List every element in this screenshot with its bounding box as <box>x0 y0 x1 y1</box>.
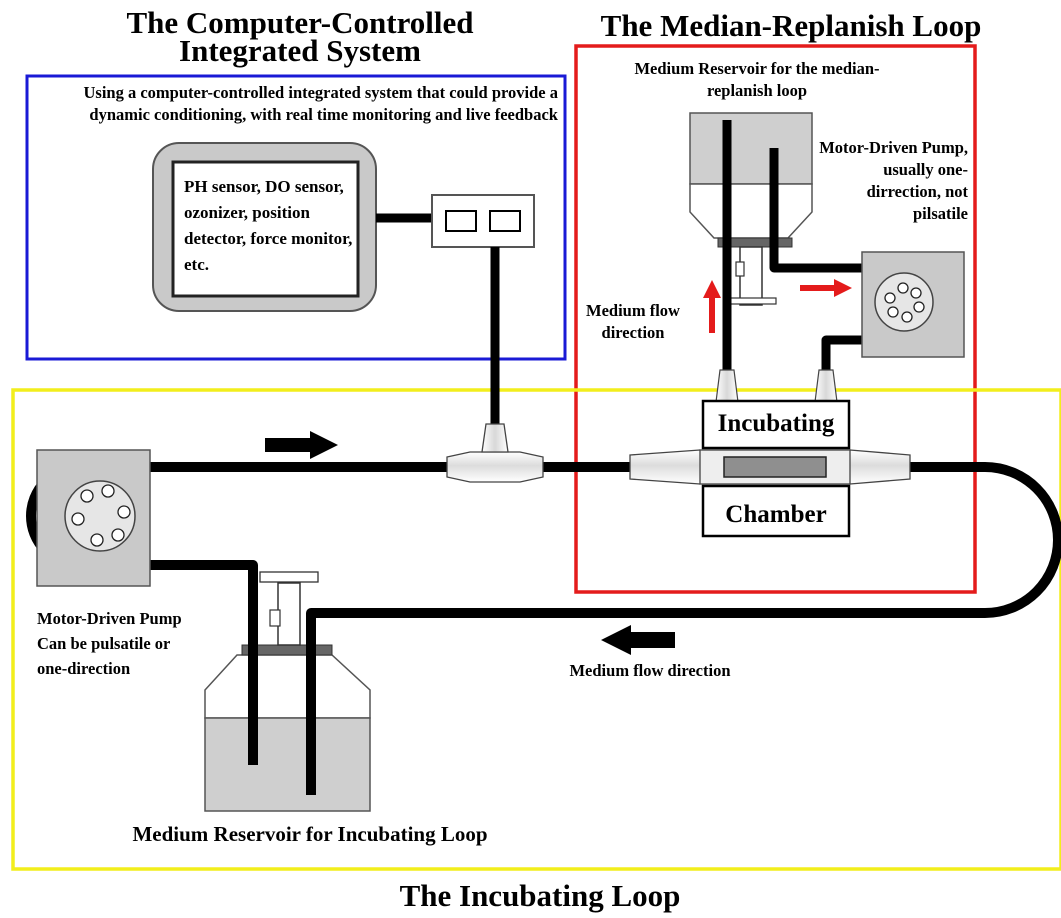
red-arrow-right-icon <box>800 279 852 297</box>
replanish-loop-box <box>574 44 977 594</box>
incubating-pump-label: Motor-Driven Pump Can be pulsatile or on… <box>37 609 182 678</box>
vertical-flow-label: Medium flow direction <box>586 301 680 342</box>
incubating-reservoir-label: Medium Reservoir for Incubating Loop <box>132 822 488 846</box>
computer-description: Using a computer-controlled integrated s… <box>83 83 559 124</box>
replanish-pump-label: Motor-Driven Pump, usually one-dirrectio… <box>819 138 968 223</box>
control-unit-icon <box>431 194 535 248</box>
computer-monitor-icon <box>152 142 377 312</box>
flow-arrow-left-icon <box>601 625 675 655</box>
incubating-loop-title: The Incubating Loop <box>399 878 681 913</box>
red-arrow-up-icon <box>703 280 721 333</box>
chamber-label-bottom: Chamber <box>725 501 827 528</box>
replanish-reservoir-label: Medium Reservoir for the median-replanis… <box>634 59 880 100</box>
computer-system-title: The Computer-Controlled Integrated Syste… <box>126 5 474 68</box>
incubating-return-tube <box>306 462 1061 795</box>
chamber-label-top: Incubating <box>717 410 835 437</box>
incubating-chamber-icon <box>629 399 911 538</box>
replanish-pump-icon <box>861 251 965 358</box>
sensors-label: PH sensor, DO sensor, ozonizer, position… <box>184 177 353 274</box>
incubating-reservoir-icon <box>204 571 371 812</box>
computer-system-box <box>25 74 567 361</box>
t-connector-icon <box>446 423 544 483</box>
bottom-flow-label: Medium flow direction <box>569 661 731 680</box>
incubating-loop-box <box>11 388 1061 871</box>
replanish-loop-title: The Median-Replanish Loop <box>600 8 982 43</box>
incubating-pump-icon <box>36 449 151 587</box>
flow-arrow-right-icon <box>265 431 338 459</box>
replanish-reservoir-icon <box>689 112 813 306</box>
